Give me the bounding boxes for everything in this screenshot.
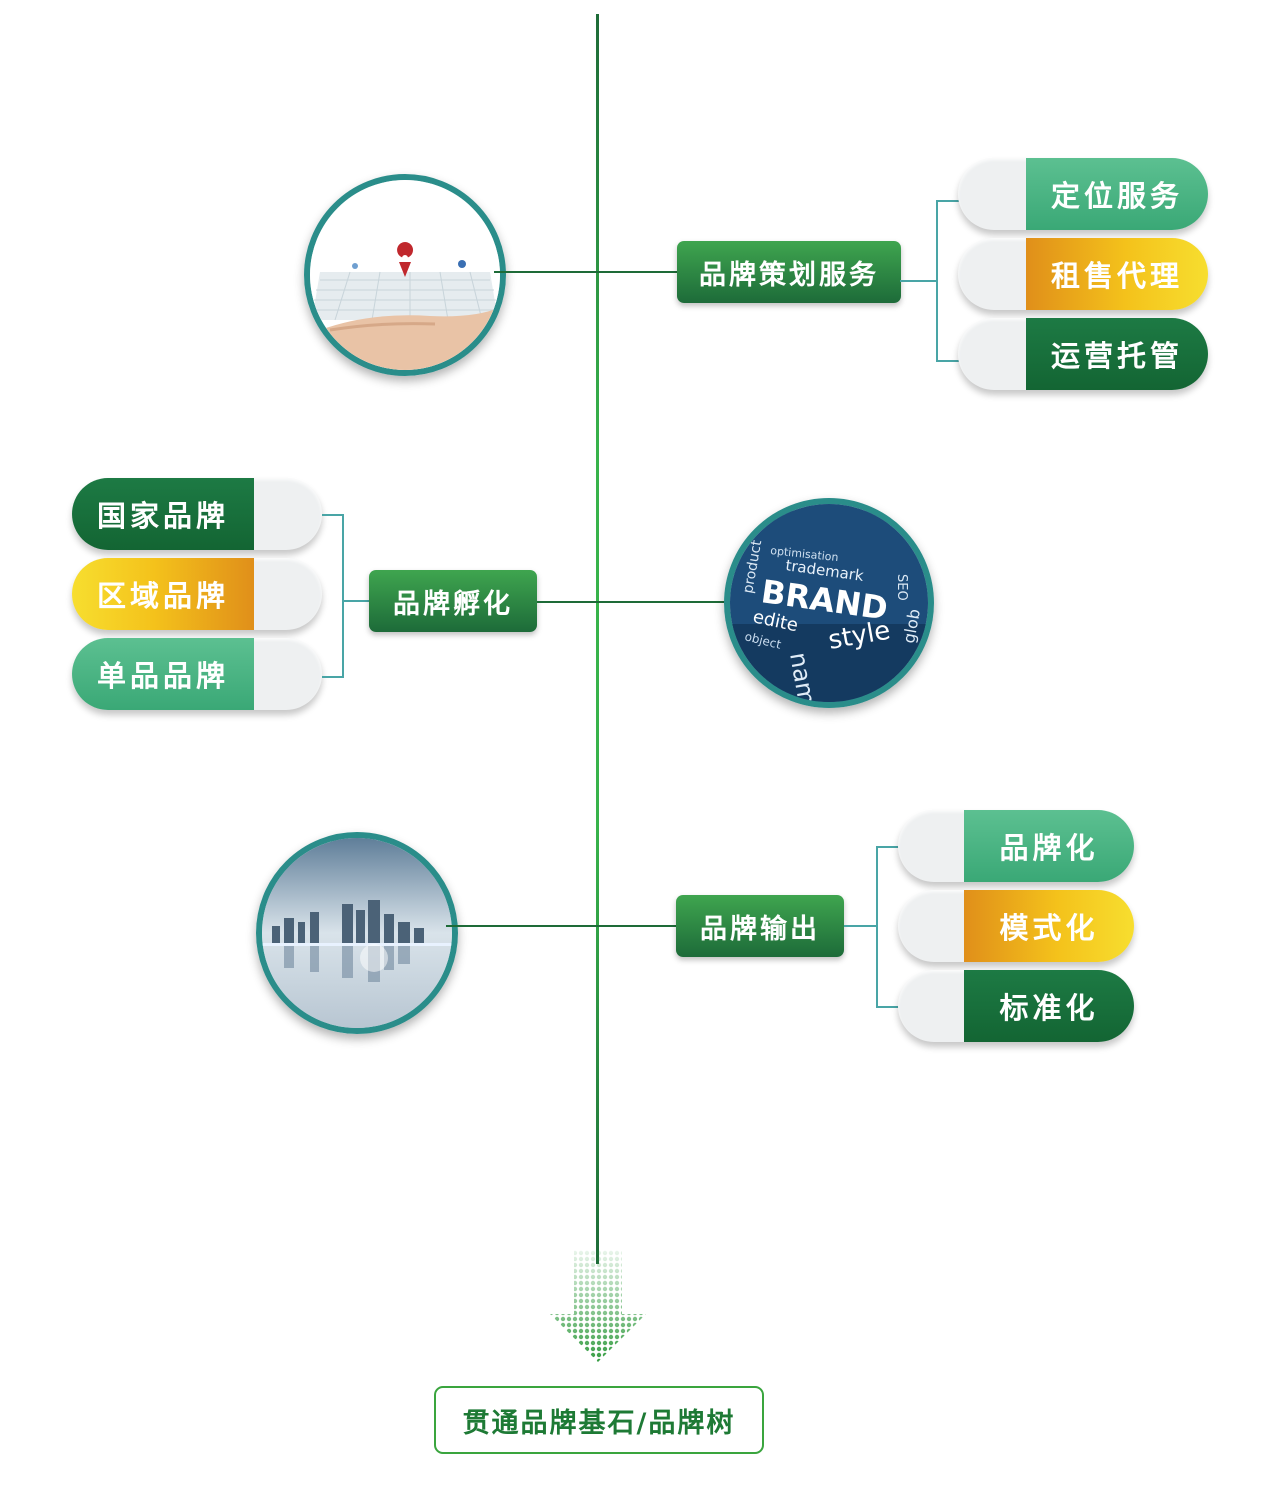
brand-words-image: optimisation trademark BRAND SEO product… <box>724 498 934 708</box>
map-hand-image <box>304 174 506 376</box>
bracket-tick <box>344 600 370 602</box>
item-label: 标准化 <box>964 970 1134 1042</box>
item-pill: 标准化 <box>898 970 1134 1042</box>
item-pill: 区域品牌 <box>72 558 322 630</box>
bracket-connector <box>322 514 344 678</box>
bracket-tick <box>900 280 936 282</box>
bracket-tick <box>844 925 876 927</box>
item-label: 租售代理 <box>1026 238 1208 310</box>
brand-word: SEO <box>894 574 909 601</box>
bracket-connector <box>876 846 900 1008</box>
connector-line <box>446 925 678 927</box>
section-label-incubation: 品牌孵化 <box>369 570 537 632</box>
item-label: 运营托管 <box>1026 318 1208 390</box>
section-label-strategy: 品牌策划服务 <box>677 241 901 303</box>
connector-line <box>494 271 678 273</box>
item-pill: 单品品牌 <box>72 638 322 710</box>
item-label: 国家品牌 <box>72 478 254 550</box>
item-label: 模式化 <box>964 890 1134 962</box>
item-label: 单品品牌 <box>72 638 254 710</box>
item-pill: 定位服务 <box>958 158 1208 230</box>
item-label: 区域品牌 <box>72 558 254 630</box>
city-skyline-image <box>256 832 458 1034</box>
connector-line <box>537 601 733 603</box>
item-label: 定位服务 <box>1026 158 1208 230</box>
down-arrow-icon <box>550 1250 646 1362</box>
item-pill: 运营托管 <box>958 318 1208 390</box>
item-pill: 品牌化 <box>898 810 1134 882</box>
base-label-box: 贯通品牌基石/品牌树 <box>434 1386 764 1454</box>
item-pill: 模式化 <box>898 890 1134 962</box>
item-pill: 国家品牌 <box>72 478 322 550</box>
section-label-output: 品牌输出 <box>676 895 844 957</box>
bracket-connector <box>936 200 960 362</box>
central-timeline <box>596 14 599 1264</box>
item-pill: 租售代理 <box>958 238 1208 310</box>
item-label: 品牌化 <box>964 810 1134 882</box>
